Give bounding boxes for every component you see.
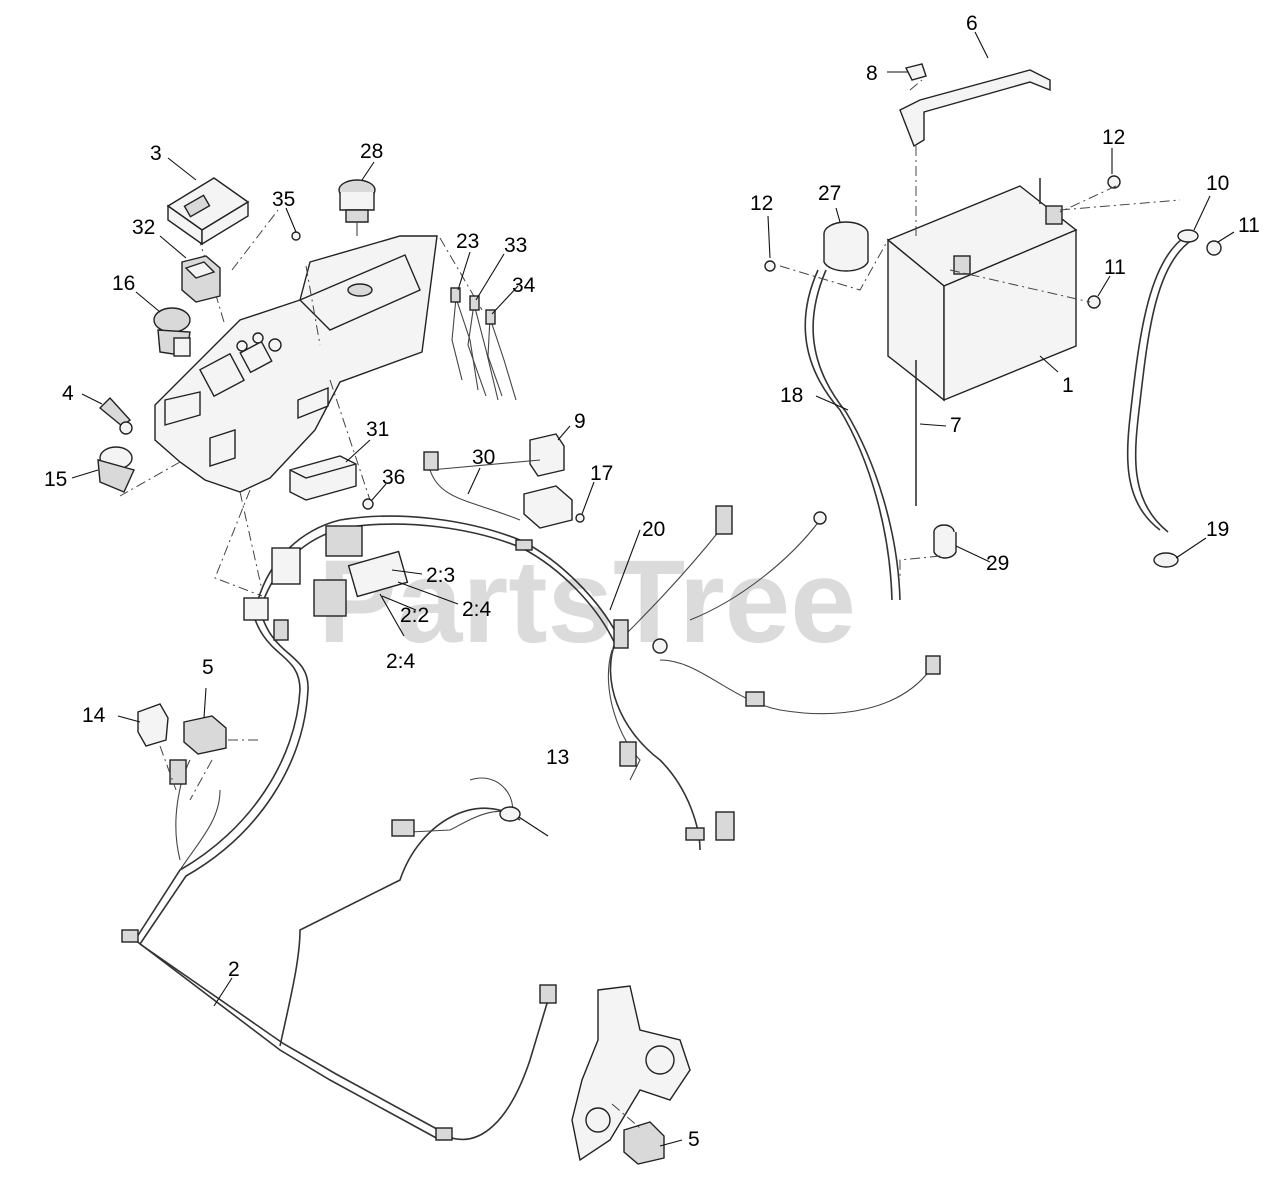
callout-34: 34 [512, 274, 536, 297]
part-32-switch [181, 255, 221, 303]
part-14-switch [137, 703, 169, 747]
part-17-screw [575, 513, 585, 523]
part-4-key [98, 396, 133, 435]
callout-11-center: 11 [1104, 256, 1126, 279]
callout-19: 19 [1206, 518, 1229, 541]
dash-panel [154, 235, 438, 493]
callout-9: 9 [574, 410, 586, 433]
callout-6: 6 [966, 12, 978, 35]
part-11-bolt-right [1206, 240, 1222, 256]
callout-23: 23 [456, 230, 479, 253]
callout-7: 7 [950, 414, 962, 437]
callout-27: 27 [818, 182, 841, 205]
callout-20: 20 [642, 518, 665, 541]
callout-5-right: 5 [688, 1128, 700, 1151]
part-5-relay-right [623, 1121, 665, 1165]
callout-2-4-lower: 2:4 [386, 650, 416, 673]
callout-18: 18 [780, 384, 803, 407]
callout-11-right: 11 [1238, 214, 1260, 237]
part-15-ignition-switch [97, 446, 135, 493]
parts-23-33-34-leads [450, 287, 517, 401]
callout-16: 16 [112, 272, 135, 295]
callout-labels: 3 28 35 32 16 4 15 23 33 34 31 36 30 9 1… [44, 12, 1260, 1151]
part-35-pin [291, 231, 301, 241]
callout-4: 4 [62, 382, 74, 405]
callout-35: 35 [272, 188, 295, 211]
part-12-nut-left [764, 260, 776, 272]
callout-17: 17 [590, 462, 613, 485]
part-36-nut [362, 498, 374, 510]
part-12-nut-top [1107, 175, 1121, 189]
callout-8: 8 [866, 62, 878, 85]
callout-3: 3 [150, 142, 162, 165]
callout-2-3: 2:3 [426, 564, 455, 587]
part-28-boot [933, 524, 957, 559]
upper-harness-bundle [243, 451, 941, 851]
callout-32: 32 [132, 216, 155, 239]
part-5-relay-left [183, 715, 227, 755]
callout-12-top: 12 [1102, 126, 1125, 149]
part-31-module [289, 455, 357, 501]
callout-36: 36 [382, 466, 405, 489]
part-19-cable [1126, 235, 1187, 531]
callout-13: 13 [546, 746, 569, 769]
callout-31: 31 [366, 418, 389, 441]
callout-2-2: 2:2 [400, 604, 429, 627]
callout-15: 15 [44, 468, 67, 491]
part-16-pto-switch [153, 307, 191, 357]
callout-1: 1 [1062, 374, 1074, 397]
part-9-relay [523, 433, 573, 529]
part-6-hold-down [899, 69, 1051, 148]
part-1-battery [886, 178, 1078, 402]
callout-29: 28 [360, 140, 383, 163]
callout-2-4-upper: 2:4 [462, 598, 492, 621]
part-8-wing-nut [904, 63, 927, 81]
callout-10: 10 [1206, 172, 1229, 195]
callout-14: 14 [82, 704, 106, 727]
part-29-power-outlet [338, 179, 376, 236]
part-3-hour-meter [166, 177, 250, 246]
callout-28: 29 [986, 552, 1009, 575]
callout-2: 2 [228, 958, 240, 981]
seat-bracket [571, 985, 691, 1162]
callout-5-left: 5 [202, 656, 214, 679]
part-2-main-harness [121, 599, 557, 1141]
leader-lines [71, 31, 1235, 1147]
callout-33: 33 [504, 234, 527, 257]
part-27-cover [823, 221, 869, 272]
part-18-cable [804, 269, 893, 601]
callout-12-left: 12 [750, 192, 773, 215]
callout-30: 30 [472, 446, 495, 469]
